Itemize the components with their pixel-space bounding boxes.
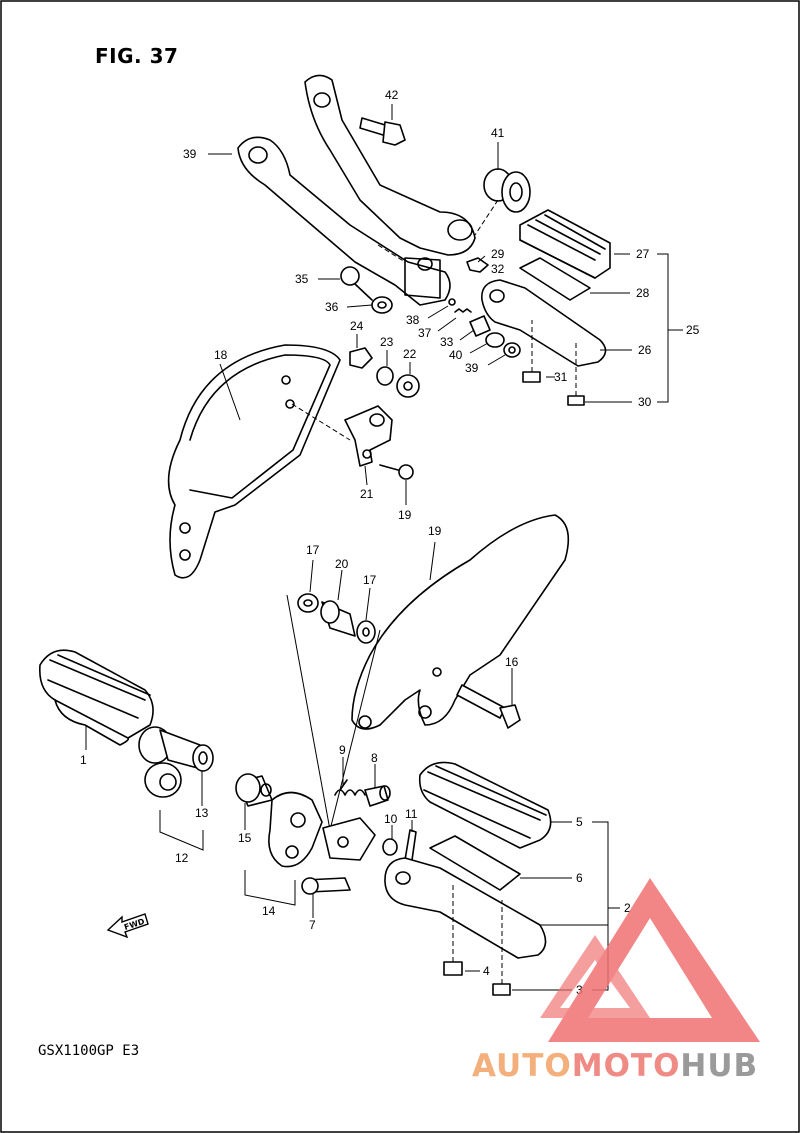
callout-16: 16: [505, 655, 519, 669]
part-20-screw: [379, 464, 414, 480]
callout-9: 9: [339, 743, 346, 757]
callout-32: 31: [554, 370, 568, 384]
part-3-screw: [492, 900, 511, 996]
part-32-screw: [522, 320, 541, 383]
part-2-footrest-frame: [384, 857, 547, 959]
callout-8: 8: [371, 751, 378, 765]
part-31-screw: [567, 340, 585, 406]
callout-35: 36: [325, 300, 339, 314]
part-23-grommet: [396, 374, 420, 398]
part-34-bolt: [340, 266, 373, 301]
callout-22: 21: [360, 487, 374, 501]
callout-17-right: 17: [363, 573, 377, 587]
part-17-washer-left: [297, 593, 319, 613]
callout-33: 33: [440, 335, 454, 349]
callout-41: 41: [491, 126, 505, 140]
part-14-pivot-arm: [268, 791, 323, 868]
part-1-left-footrest: [38, 649, 154, 746]
callout-7: 7: [309, 918, 316, 932]
callout-42: 42: [385, 88, 399, 102]
link-arm: [322, 817, 376, 861]
callout-19: 19: [428, 524, 442, 538]
callout-2: 2: [624, 901, 631, 915]
part-21-spacer: [320, 600, 356, 637]
part-36-spring: [454, 308, 472, 313]
callout-18: 18: [214, 348, 228, 362]
callout-24: 23: [380, 335, 394, 349]
watermark-brand: AUTOMOTOHUB: [472, 1048, 758, 1084]
watermark-moto: MOTO: [571, 1048, 681, 1084]
part-41-bushing: [474, 168, 531, 236]
callout-25: 24: [350, 319, 364, 333]
callout-36: 37: [418, 326, 432, 340]
callout-1: 1: [80, 753, 87, 767]
callout-13: 13: [195, 806, 209, 820]
part-17-washer-right: [356, 620, 376, 644]
part-25-nut: [349, 347, 373, 369]
watermark-hub: HUB: [680, 1048, 759, 1084]
callout-39: 40: [449, 348, 463, 362]
leader-lines: [85, 104, 683, 991]
part-42-bolt: [359, 117, 406, 146]
callout-11: 11: [405, 807, 418, 821]
callout-31: 30: [638, 395, 652, 409]
callout-10: 10: [384, 812, 398, 826]
part-4-screw: [443, 885, 463, 976]
part-33-plate: [469, 315, 491, 337]
figure-title: FIG. 37: [95, 44, 179, 68]
part-8-pin: [364, 785, 391, 807]
part-7-pin: [301, 877, 351, 895]
part-30-pin: [466, 257, 489, 273]
callout-6: 6: [576, 871, 583, 885]
fwd-arrow-icon: FWD: [106, 913, 149, 939]
part-15-bushing: [235, 773, 273, 807]
part-5-rubber-footrest: [418, 761, 552, 849]
callout-14: 14: [262, 904, 276, 918]
part-16-bolt: [456, 684, 521, 729]
part-10-washer: [382, 838, 398, 856]
part-28-rubber-footrest: [519, 209, 611, 279]
callout-30: 29: [491, 247, 505, 261]
part-39-washer: [485, 332, 505, 348]
callout-17-left: 17: [306, 543, 320, 557]
callout-15: 15: [238, 831, 252, 845]
part-38-nut: [503, 342, 521, 358]
part-40-bracket: [237, 74, 476, 306]
part-35-washer: [371, 296, 393, 314]
callout-3: 3: [576, 983, 583, 997]
fwd-label: FWD: [123, 917, 146, 932]
part-12-pivot: [144, 762, 182, 798]
callout-28: 27: [636, 247, 650, 261]
part-11-cotter-pin: [404, 829, 417, 861]
callout-12: 12: [175, 851, 189, 865]
callout-26: 25: [686, 323, 700, 337]
model-code: GSX1100GP E3: [38, 1043, 140, 1059]
part-24-washer: [376, 366, 394, 386]
callout-40: 39: [183, 147, 197, 161]
watermark-logo-icon: [540, 878, 760, 1042]
part-6-plate: [429, 835, 521, 891]
part-18-heel-guard: [167, 344, 351, 579]
callout-38: 39: [465, 361, 479, 375]
callout-21: 20: [335, 557, 349, 571]
callout-32a: 32: [491, 262, 505, 276]
callout-37: 38: [406, 313, 420, 327]
part-27-footrest-frame: [481, 279, 607, 367]
callout-29: 28: [636, 286, 650, 300]
callout-4: 4: [483, 964, 490, 978]
callout-labels: 39 42 41 35 36 29 32 27 28 25 26 31 30 3…: [80, 88, 700, 997]
callout-23: 22: [403, 347, 417, 361]
part-13-bushing: [138, 726, 214, 772]
part-37-ball: [448, 298, 456, 306]
callout-5: 5: [576, 815, 583, 829]
callout-20: 19: [398, 508, 412, 522]
part-29-plate: [519, 257, 591, 301]
watermark-auto: AUTO: [472, 1048, 572, 1084]
part-22-bracket: [344, 405, 393, 467]
callout-27: 26: [638, 343, 652, 357]
callout-34: 35: [295, 272, 309, 286]
